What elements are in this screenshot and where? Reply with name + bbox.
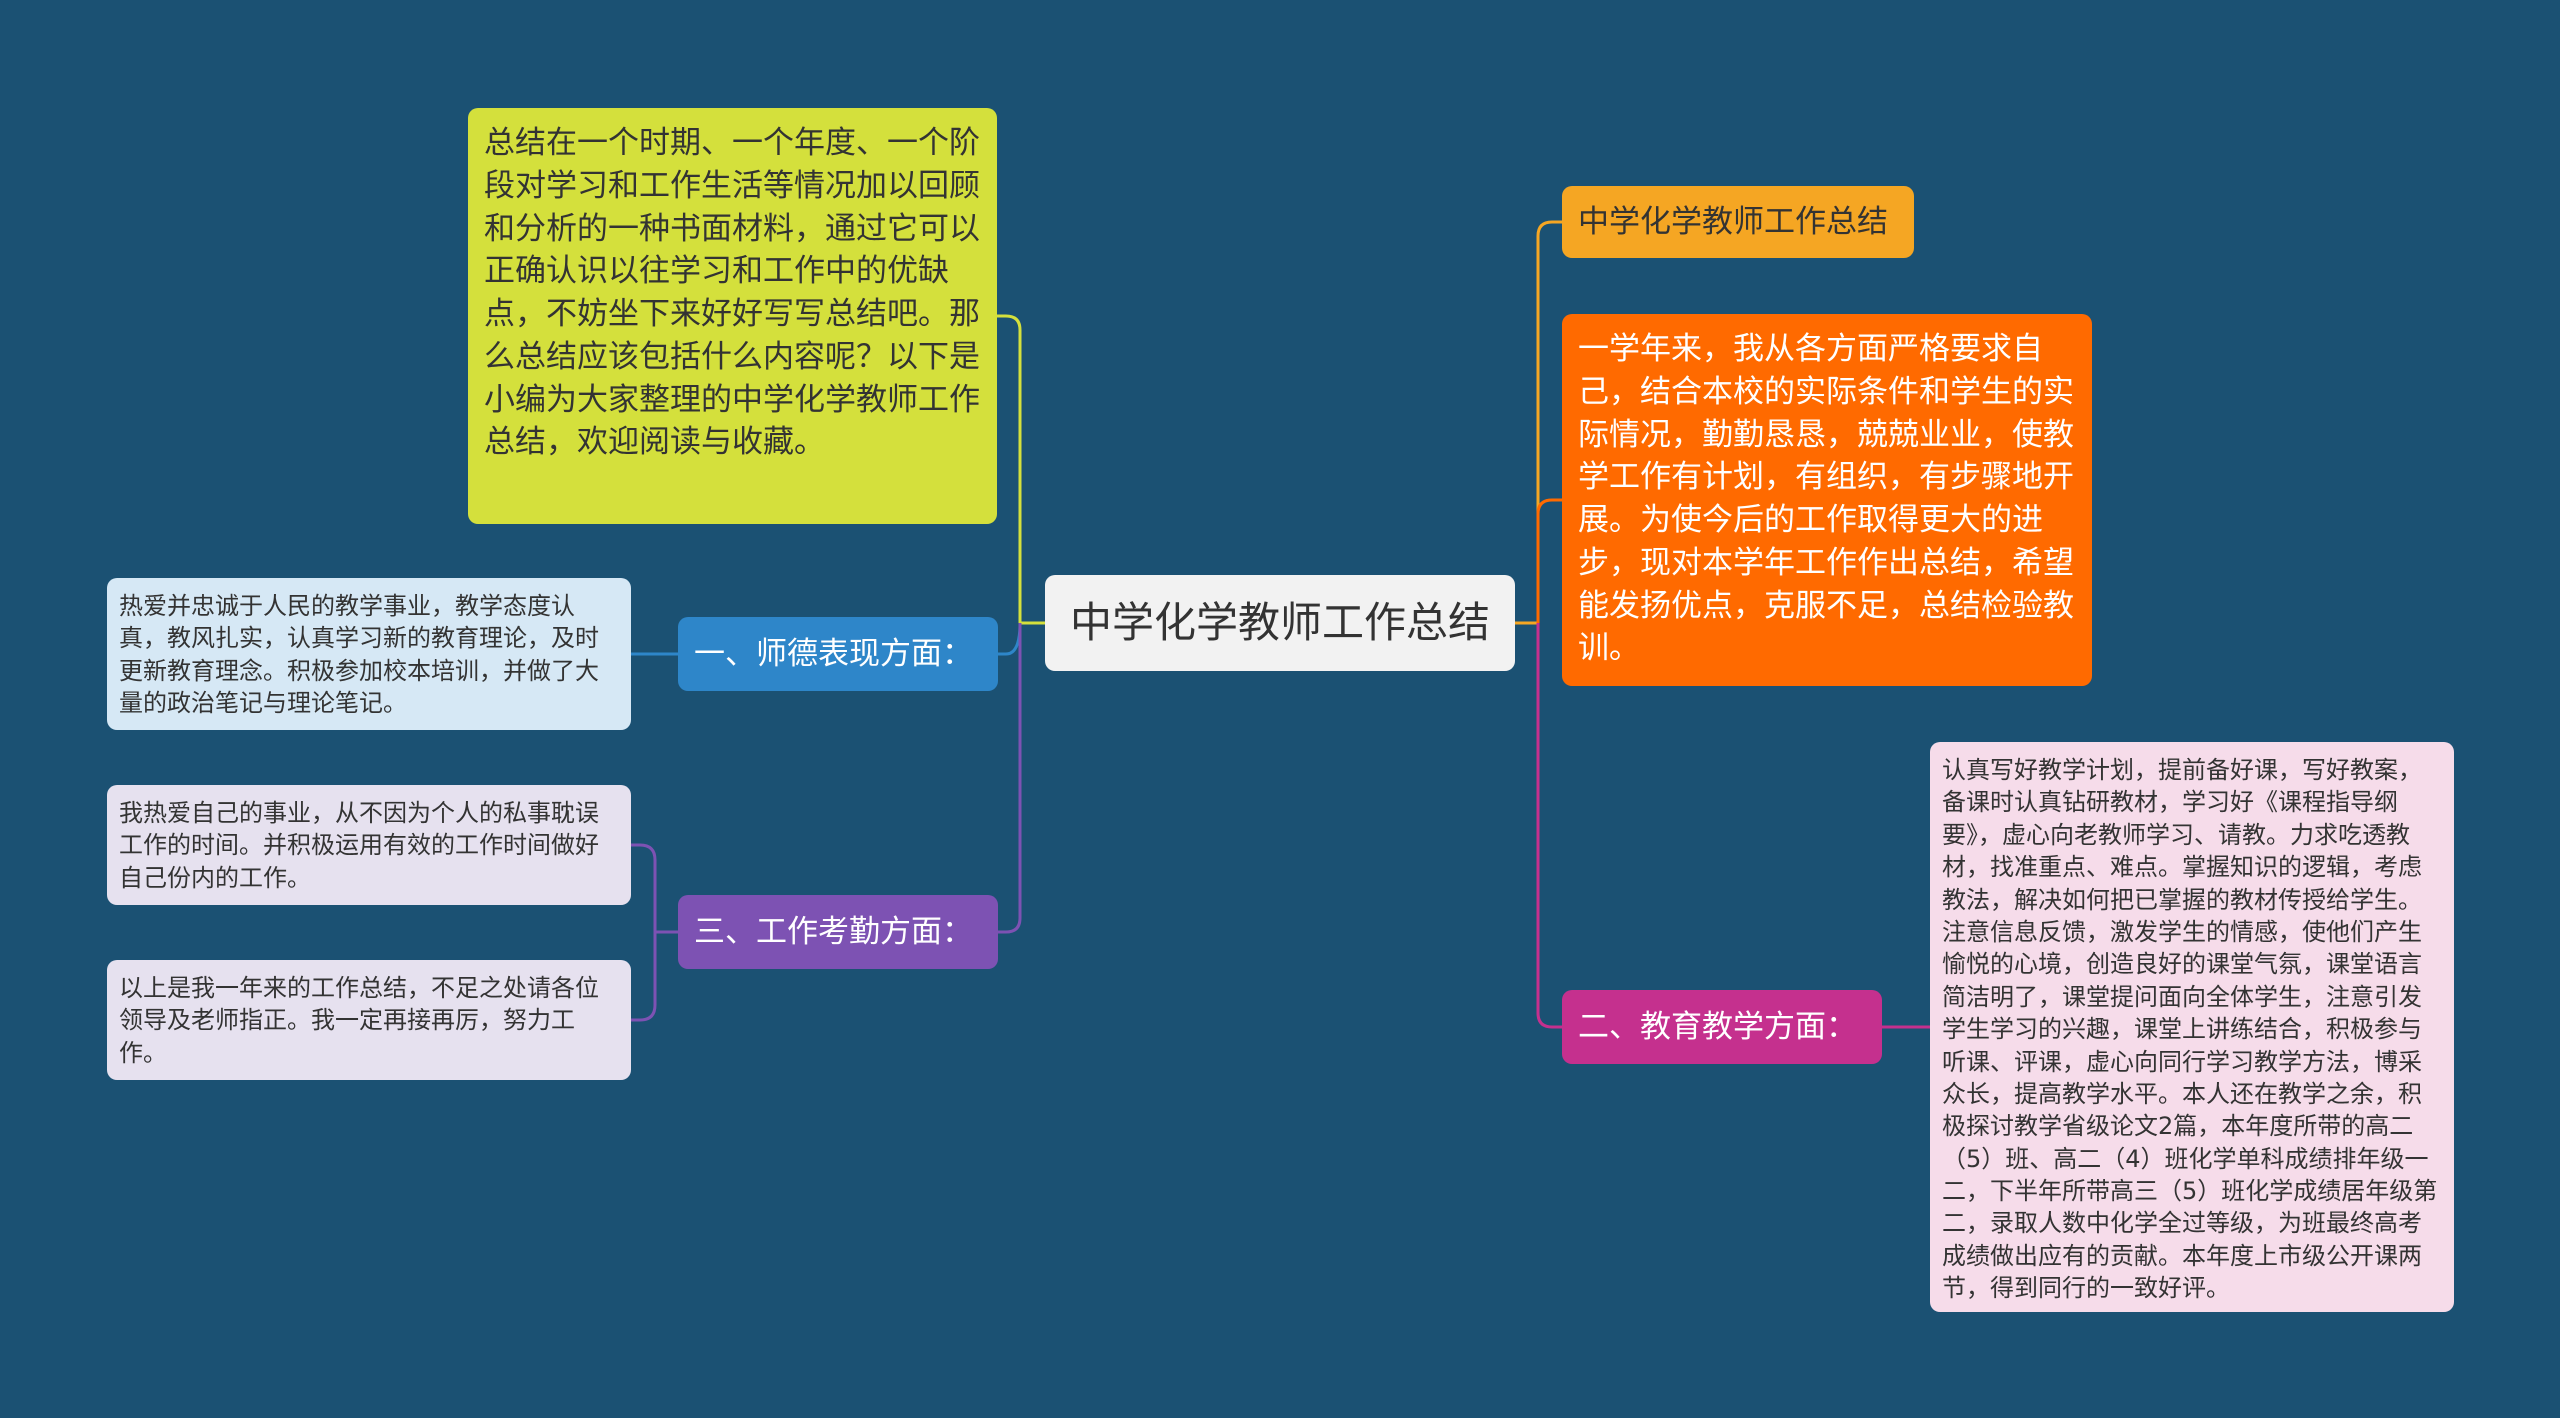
teacher-ethics-text: 热爱并忠诚于人民的教学事业，教学态度认真，教风扎实，认真学习新的教育理论，及时更… (119, 592, 599, 718)
right-title-label: 中学化学教师工作总结 (1578, 203, 1888, 240)
branch-teaching[interactable]: 二、教育教学方面： (1562, 990, 1882, 1064)
connector-branch-two (1536, 623, 1562, 1029)
intro-text: 总结在一个时期、一个年度、一个阶段对学习和工作生活等情况加以回顾和分析的一种书面… (484, 125, 980, 461)
branch-attendance-label: 三、工作考勤方面： (694, 913, 973, 950)
connector-branch-three (998, 623, 1022, 934)
branch-teaching-label: 二、教育教学方面： (1578, 1008, 1857, 1045)
connector-branch-one (998, 622, 1022, 656)
teaching-detail-text: 认真写好教学计划，提前备好课，写好教案，备课时认真钻研教材，学习好《课程指导纲要… (1942, 756, 2438, 1303)
branch-teacher-ethics[interactable]: 一、师德表现方面： (678, 617, 998, 691)
teaching-detail[interactable]: 认真写好教学计划，提前备好课，写好教案，备课时认真钻研教材，学习好《课程指导纲要… (1930, 742, 2454, 1312)
branch-teacher-ethics-label: 一、师德表现方面： (694, 635, 973, 672)
connector-b3-leaf1 (631, 843, 678, 934)
teacher-ethics-detail[interactable]: 热爱并忠诚于人民的教学事业，教学态度认真，教风扎实，认真学习新的教育理论，及时更… (107, 578, 631, 730)
branch-attendance[interactable]: 三、工作考勤方面： (678, 895, 998, 969)
year-summary[interactable]: 一学年来，我从各方面严格要求自己，结合本校的实际条件和学生的实际情况，勤勤恳恳，… (1562, 314, 2092, 686)
attendance-detail[interactable]: 我热爱自己的事业，从不因为个人的私事耽误工作的时间。并积极运用有效的工作时间做好… (107, 785, 631, 905)
connector-b3-leaf2 (631, 932, 657, 1022)
attendance-text: 我热爱自己的事业，从不因为个人的私事耽误工作的时间。并积极运用有效的工作时间做好… (119, 799, 599, 892)
closing-remark-text: 以上是我一年来的工作总结，不足之处请各位领导及老师指正。我一定再接再厉，努力工作… (119, 974, 599, 1067)
central-topic[interactable]: 中学化学教师工作总结 (1045, 575, 1515, 671)
connector-right-title (1536, 220, 1562, 623)
intro-note[interactable]: 总结在一个时期、一个年度、一个阶段对学习和工作生活等情况加以回顾和分析的一种书面… (468, 108, 997, 524)
connector-right-summary (1536, 498, 1562, 623)
connector-intro (997, 314, 1022, 623)
closing-remark[interactable]: 以上是我一年来的工作总结，不足之处请各位领导及老师指正。我一定再接再厉，努力工作… (107, 960, 631, 1080)
year-summary-text: 一学年来，我从各方面严格要求自己，结合本校的实际条件和学生的实际情况，勤勤恳恳，… (1578, 331, 2074, 667)
central-topic-label: 中学化学教师工作总结 (1069, 598, 1490, 648)
right-title-node[interactable]: 中学化学教师工作总结 (1562, 186, 1914, 258)
